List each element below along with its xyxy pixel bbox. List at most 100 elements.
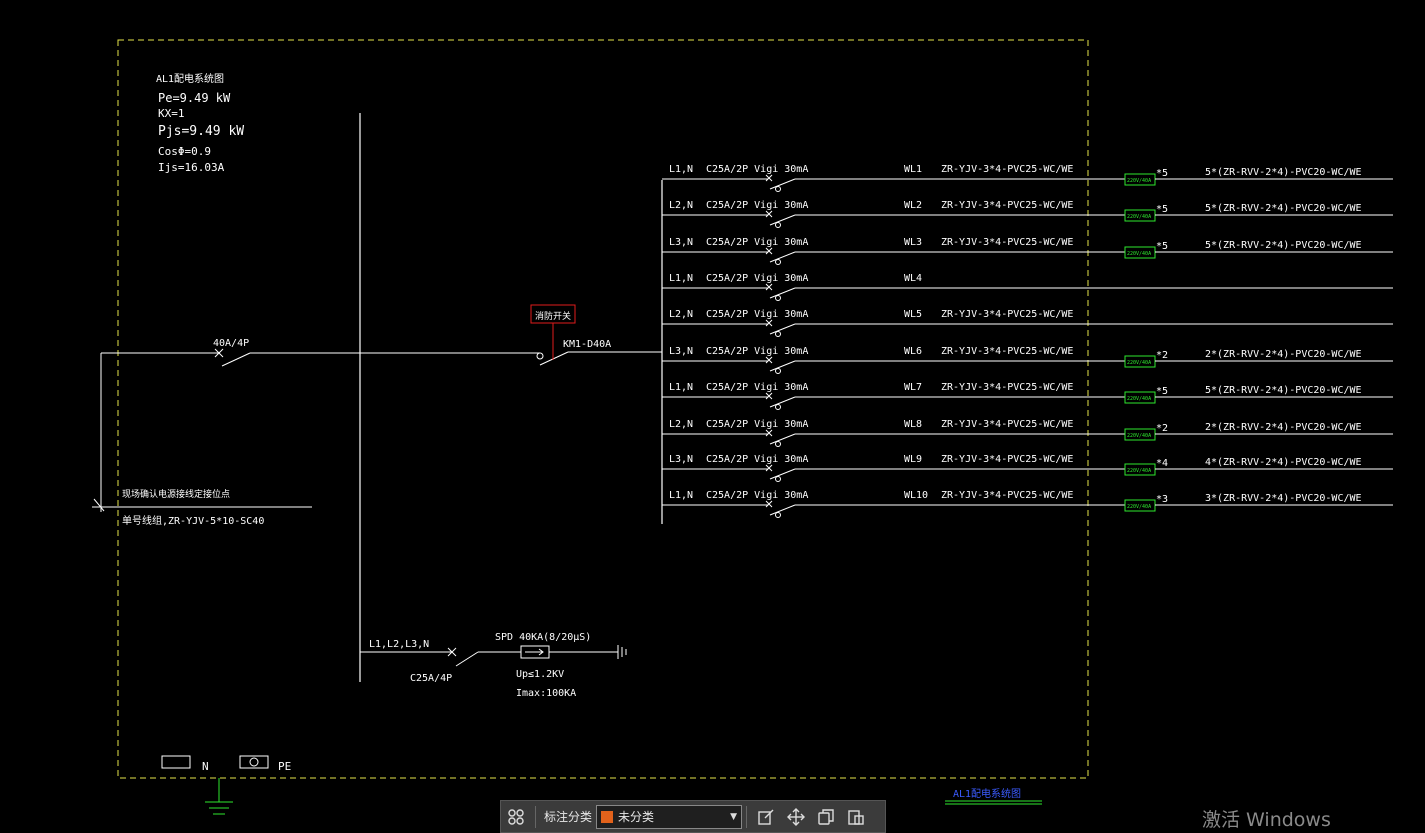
branch-load-label: 5*(ZR-RVV-2*4)-PVC20-WC/WE <box>1205 385 1362 396</box>
copy-icon[interactable] <box>811 802 841 832</box>
branch-meter-label: 220V/40A <box>1127 214 1151 220</box>
summary-title: AL1配电系统图 <box>156 72 224 85</box>
branch-meter-label: 220V/40A <box>1127 178 1151 184</box>
branch-meter-label: 220V/40A <box>1127 504 1151 510</box>
branch-phase: L1,N <box>669 382 693 393</box>
branch-circuit-id: WL7 <box>904 382 922 393</box>
category-select-value: 未分类 <box>618 810 655 824</box>
branch-phase: L3,N <box>669 346 693 357</box>
branch-circuit-id: WL9 <box>904 454 922 465</box>
load-summary: AL1配电系统图 Pe=9.49 kW KX=1 Pjs=9.49 kW Cos… <box>156 72 244 174</box>
branch-cable-label: ZR-YJV-3*4-PVC25-WC/WE <box>941 454 1073 465</box>
branch-meter-label: 220V/40A <box>1127 251 1151 257</box>
toolbar-separator <box>535 805 536 828</box>
branch-rcd-mark <box>775 441 781 447</box>
branch-cable-label: ZR-YJV-3*4-PVC25-WC/WE <box>941 309 1073 320</box>
branch-circuit-id: WL10 <box>904 490 928 501</box>
branch-count: *5 <box>1156 386 1168 397</box>
branch-meter-label: 220V/40A <box>1127 433 1151 439</box>
branch-phase: L1,N <box>669 164 693 175</box>
incoming-feeder <box>92 348 662 512</box>
branch-load-label: 5*(ZR-RVV-2*4)-PVC20-WC/WE <box>1205 203 1362 214</box>
branch-cable-label: ZR-YJV-3*4-PVC25-WC/WE <box>941 237 1073 248</box>
branch-breaker-label: C25A/2P Vigi 30mA <box>706 346 808 357</box>
branch-rcd-mark <box>775 512 781 518</box>
branch-phase: L2,N <box>669 200 693 211</box>
branch-phase: L2,N <box>669 309 693 320</box>
category-label: 标注分类 <box>544 810 593 824</box>
branch-breaker-label: C25A/2P Vigi 30mA <box>706 419 808 430</box>
branch-breaker-label: C25A/2P Vigi 30mA <box>706 237 808 248</box>
spd-circuit <box>360 645 627 667</box>
branch-breaker-mark <box>765 464 773 472</box>
summary-ijs: Ijs=16.03A <box>158 161 225 174</box>
branch-breaker-blade <box>769 178 796 190</box>
branch-breaker-mark <box>765 247 773 255</box>
branch-load-label: 5*(ZR-RVV-2*4)-PVC20-WC/WE <box>1205 167 1362 178</box>
branch-count: *4 <box>1156 458 1168 469</box>
branch-cable-label: ZR-YJV-3*4-PVC25-WC/WE <box>941 419 1073 430</box>
category-select[interactable]: 未分类 ▼ <box>596 804 743 829</box>
branch-breaker-label: C25A/2P Vigi 30mA <box>706 273 808 284</box>
spd-imax: Imax:100KA <box>516 688 576 699</box>
branch-breaker-mark <box>765 500 773 508</box>
drawing-title-link[interactable]: AL1配电系统图 <box>953 787 1021 800</box>
branch-count: *3 <box>1156 494 1168 505</box>
branch-breaker-blade <box>769 360 796 372</box>
branch-load-label: 5*(ZR-RVV-2*4)-PVC20-WC/WE <box>1205 240 1362 251</box>
branch-phase: L1,N <box>669 490 693 501</box>
branch-rcd-mark <box>775 476 781 482</box>
branch-cable-label: ZR-YJV-3*4-PVC25-WC/WE <box>941 200 1073 211</box>
branch-breaker-blade <box>769 251 796 263</box>
branch-count: *2 <box>1156 350 1168 361</box>
branch-circuit-id: WL1 <box>904 164 922 175</box>
branch-circuit-id: WL2 <box>904 200 922 211</box>
branch-phase: L2,N <box>669 419 693 430</box>
branch-rcd-mark <box>775 368 781 374</box>
move-icon[interactable] <box>781 802 811 832</box>
branch-breaker-mark <box>765 429 773 437</box>
branch-breaker-blade <box>769 287 796 299</box>
paste-icon[interactable] <box>841 802 871 832</box>
branch-circuit-id: WL5 <box>904 309 922 320</box>
branch-rcd-mark <box>775 295 781 301</box>
branch-cable-label: ZR-YJV-3*4-PVC25-WC/WE <box>941 164 1073 175</box>
branch-breaker-label: C25A/2P Vigi 30mA <box>706 200 808 211</box>
branch-phase: L3,N <box>669 454 693 465</box>
branch-rcd-mark <box>775 331 781 337</box>
category-color-swatch <box>601 810 614 823</box>
branch-cable-label: ZR-YJV-3*4-PVC25-WC/WE <box>941 382 1073 393</box>
branch-meter-label: 220V/40A <box>1127 396 1151 402</box>
branch-circuit-id: WL6 <box>904 346 922 357</box>
spd-breaker: C25A/4P <box>410 673 452 684</box>
branch-breaker-blade <box>769 396 796 408</box>
incoming-note: 现场确认电源接线定接位点 <box>122 488 230 500</box>
branch-count: *2 <box>1156 423 1168 434</box>
pe-terminal-symbol <box>239 755 269 769</box>
incoming-breaker-label: 40A/4P <box>213 338 249 349</box>
summary-pe: Pe=9.49 kW <box>158 91 231 105</box>
branch-circuit-id: WL8 <box>904 419 922 430</box>
spd-label: SPD 40KA(8/20μS) <box>495 632 591 643</box>
branch-breaker-label: C25A/2P Vigi 30mA <box>706 454 808 465</box>
branch-cable-label: ZR-YJV-3*4-PVC25-WC/WE <box>941 346 1073 357</box>
grid-icon[interactable] <box>501 802 531 832</box>
branch-count: *5 <box>1156 204 1168 215</box>
branch-rcd-mark <box>775 222 781 228</box>
branch-load-label: 3*(ZR-RVV-2*4)-PVC20-WC/WE <box>1205 493 1362 504</box>
chevron-down-icon[interactable]: ▼ <box>730 811 738 822</box>
branch-circuit-id: WL3 <box>904 237 922 248</box>
branch-breaker-mark <box>765 392 773 400</box>
drawing-frame <box>117 39 1089 779</box>
branch-breaker-mark <box>765 319 773 327</box>
pe-terminal-circle <box>249 757 259 767</box>
branch-breaker-blade <box>769 468 796 480</box>
legend-n: N <box>202 760 209 773</box>
branch-phase: L1,N <box>669 273 693 284</box>
branch-meter-label: 220V/40A <box>1127 468 1151 474</box>
edit-icon[interactable] <box>751 802 781 832</box>
branch-count: *5 <box>1156 241 1168 252</box>
branch-rcd-mark <box>775 186 781 192</box>
